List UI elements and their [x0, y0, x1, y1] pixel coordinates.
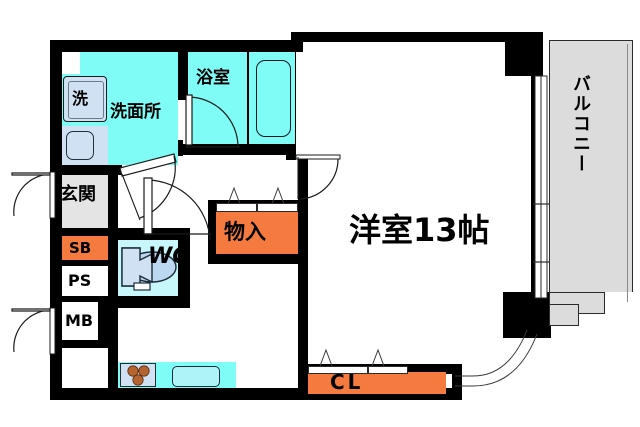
hallway-door: [143, 177, 212, 241]
kitchen-sink-fixture: [172, 366, 220, 387]
label-washroom: 洗面所: [110, 102, 161, 122]
wall-meter-column: [62, 260, 108, 266]
wall-washroom-bottom: [62, 165, 122, 175]
wall-bath-divider: [178, 40, 188, 100]
badge-ps: [62, 266, 108, 296]
wall-closet-left: [208, 200, 216, 264]
wall-wet-bottom: [182, 144, 295, 155]
closet-cl-door-left: [308, 366, 368, 374]
wall-closet-right: [298, 190, 308, 264]
washer-pan-fixture: [63, 76, 107, 122]
stove-burners-icon: [127, 365, 150, 386]
label-main-room: 洋室13帖: [349, 211, 490, 249]
entrance-door-upper: [11, 171, 56, 219]
wall-top-main: [291, 32, 541, 42]
closet-mono-fill: [216, 210, 298, 254]
wall-top-left: [50, 40, 295, 52]
label-toilet: WC: [148, 244, 189, 269]
badge-sb-label: SB: [69, 239, 92, 257]
balcony-railing-line: [627, 44, 628, 302]
badge-ps-label: PS: [68, 271, 92, 290]
balcony-step-cut-2: [579, 314, 640, 344]
badge-sb: [62, 236, 108, 260]
entrance-door-lower: [11, 307, 56, 355]
label-entrance: 玄関: [60, 184, 96, 205]
wall-bottom-left-corner: [50, 340, 62, 400]
balcony-sliding-window: [533, 75, 549, 299]
wall-meter-column-3: [62, 340, 118, 348]
closet-cl-door-right: [368, 366, 408, 374]
closet-mono-door-right: [257, 203, 298, 212]
closet-mono-door-ticks: [227, 186, 285, 205]
label-closet-cl: CL: [330, 370, 364, 394]
washroom-notch-white: [62, 52, 80, 74]
wall-closet-bottom: [208, 254, 308, 264]
wall-hall-vert: [298, 155, 308, 191]
badge-mb: [62, 302, 98, 340]
label-closet-mono: 物入: [224, 220, 266, 244]
wall-wc-left-strip: [108, 236, 118, 300]
label-bathroom: 浴室: [196, 68, 230, 88]
washer-pan-inner: [68, 81, 104, 119]
wall-left-outer: [50, 40, 62, 175]
wall-meter-col-right: [98, 302, 118, 348]
vanity-basin-bowl: [66, 131, 94, 160]
washer-label: 洗: [72, 89, 89, 108]
wall-entrance-right: [108, 175, 118, 235]
closet-cl-fill: [308, 372, 446, 394]
badge-mb-label: MB: [65, 311, 94, 330]
wall-hall-vert-low: [298, 264, 308, 388]
mainroom-door: [295, 154, 341, 200]
bathroom-cell-divider: [247, 52, 249, 144]
bathtub-fixture: [256, 60, 291, 137]
toilet-bowl-fixture: [121, 247, 177, 291]
room-balcony-fill: [549, 40, 633, 304]
closet-cl-door-ticks: [319, 348, 385, 367]
wall-kitchen-left: [108, 348, 118, 388]
room-washroom-fill-notch: [108, 52, 178, 152]
wall-cl-right: [452, 364, 462, 400]
label-balcony: バルコニー: [570, 74, 591, 174]
bathroom-door: [185, 94, 240, 148]
room-balcony-step-2: [549, 304, 579, 326]
room-entrance-step: [62, 216, 108, 228]
wall-meter-column-2: [62, 296, 108, 302]
closet-mono-door-left: [216, 203, 257, 212]
curved-wall-bottom-right: [455, 329, 538, 387]
wall-wc-right: [178, 228, 190, 308]
